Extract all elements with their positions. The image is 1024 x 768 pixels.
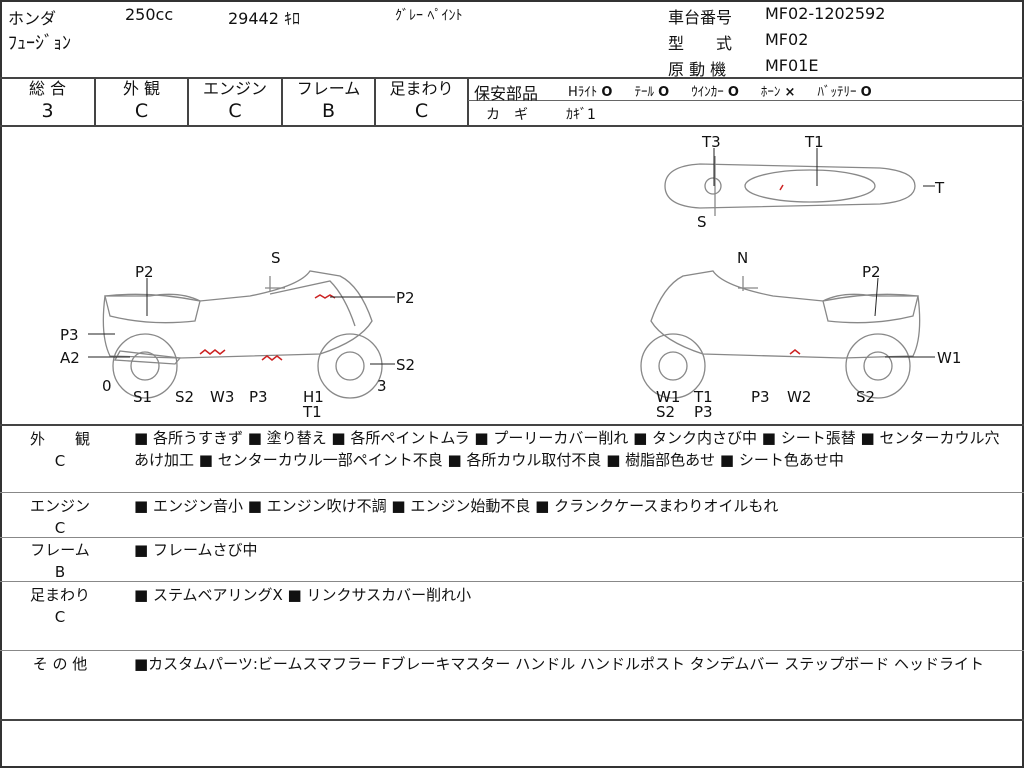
scooter-top-view (664, 156, 916, 216)
label: A2 (60, 349, 80, 367)
divider (0, 125, 1024, 127)
label: T1 (804, 133, 824, 151)
scooter-left-side (102, 270, 383, 399)
label: S2 (856, 388, 875, 406)
label: P2 (135, 263, 154, 281)
safety-items: Hﾗｲﾄ O ﾃｰﾙ O ｳｲﾝｶｰ O ﾎｰﾝ × ﾊﾞｯﾃﾘｰ O (568, 81, 872, 100)
label: W2 (787, 388, 811, 406)
remark-other-label: そ の 他 (32, 655, 88, 673)
label: S2 (175, 388, 194, 406)
frame-no: MF02-1202592 (765, 4, 886, 23)
type-label: 型 式 (668, 34, 733, 53)
mileage: 29442 ｷﾛ (228, 9, 300, 28)
maker: ホンダ (8, 9, 57, 28)
type: MF02 (765, 30, 809, 49)
leader-lines (88, 148, 935, 365)
diagram-labels-right: N P2 W1 W1 S2 T1 P3 P3 W2 S2 (656, 249, 961, 421)
scooter-right-side (640, 270, 921, 399)
label: W3 (210, 388, 234, 406)
safety-label: 保安部品 (474, 84, 539, 103)
frame-no-label: 車台番号 (668, 8, 733, 27)
label: P3 (60, 326, 79, 344)
label: S2 (656, 403, 675, 421)
damage-marks (199, 184, 801, 361)
label: P3 (694, 403, 713, 421)
remark-engine-text: ■ エンジン音小 ■ エンジン吹け不調 ■ エンジン始動不良 ■ クランクケース… (134, 497, 779, 515)
label: T3 (701, 133, 721, 151)
label: P3 (751, 388, 770, 406)
label: S (271, 249, 281, 267)
safety-winker: ｳｲﾝｶｰ O (691, 85, 739, 100)
label: N (737, 249, 748, 267)
color: ｸﾞﾚｰ ﾍﾟｲﾝﾄ (395, 8, 463, 24)
label: W1 (656, 388, 680, 406)
label: S1 (133, 388, 152, 406)
label: W1 (937, 349, 961, 367)
key-value: ｶｷﾞ1 (566, 107, 596, 123)
safety-tail: ﾃｰﾙ O (634, 85, 670, 100)
diagram-labels-left: P2 S P2 P3 A2 0 S1 S2 W3 P3 H1 T1 3 S2 (60, 249, 415, 421)
remark-exterior-text: ■ 各所うすきず ■ 塗り替え ■ 各所ペイントムラ ■ プーリーカバー削れ ■… (134, 429, 1000, 469)
remark-suspension-text: ■ ステムベアリングX ■ リンクサスカバー削れ小 (134, 586, 472, 604)
safety-headlight: Hﾗｲﾄ O (568, 85, 613, 100)
model-name: ﾌｭｰｼﾞｮﾝ (8, 33, 71, 54)
engine: MF01E (765, 56, 819, 75)
label: 3 (377, 377, 387, 395)
label: S2 (396, 356, 415, 374)
label: T (934, 179, 945, 197)
safety-battery: ﾊﾞｯﾃﾘｰ O (817, 85, 872, 100)
label: T1 (693, 388, 713, 406)
displacement: 250cc (125, 5, 174, 24)
safety-horn: ﾎｰﾝ × (760, 85, 796, 100)
engine-label: 原 動 機 (668, 60, 727, 79)
remark-other-text: ■カスタムパーツ:ビームスマフラー Fブレーキマスター ハンドル ハンドルポスト… (134, 655, 984, 673)
key-label: カ ギ (486, 107, 528, 123)
label: P2 (396, 289, 415, 307)
label: P3 (249, 388, 268, 406)
divider (0, 77, 1024, 79)
remark-frame-text: ■ フレームさび中 (134, 541, 258, 559)
label: T1 (302, 403, 322, 421)
damage-diagram: P2 S P2 P3 A2 0 S1 S2 W3 P3 H1 T1 3 S2 N… (60, 133, 961, 421)
label: H1 (303, 388, 324, 406)
label: P2 (862, 263, 881, 281)
label: S (697, 213, 707, 231)
label: 0 (102, 377, 112, 395)
diagram-labels-top: T3 T1 T S (697, 133, 945, 231)
